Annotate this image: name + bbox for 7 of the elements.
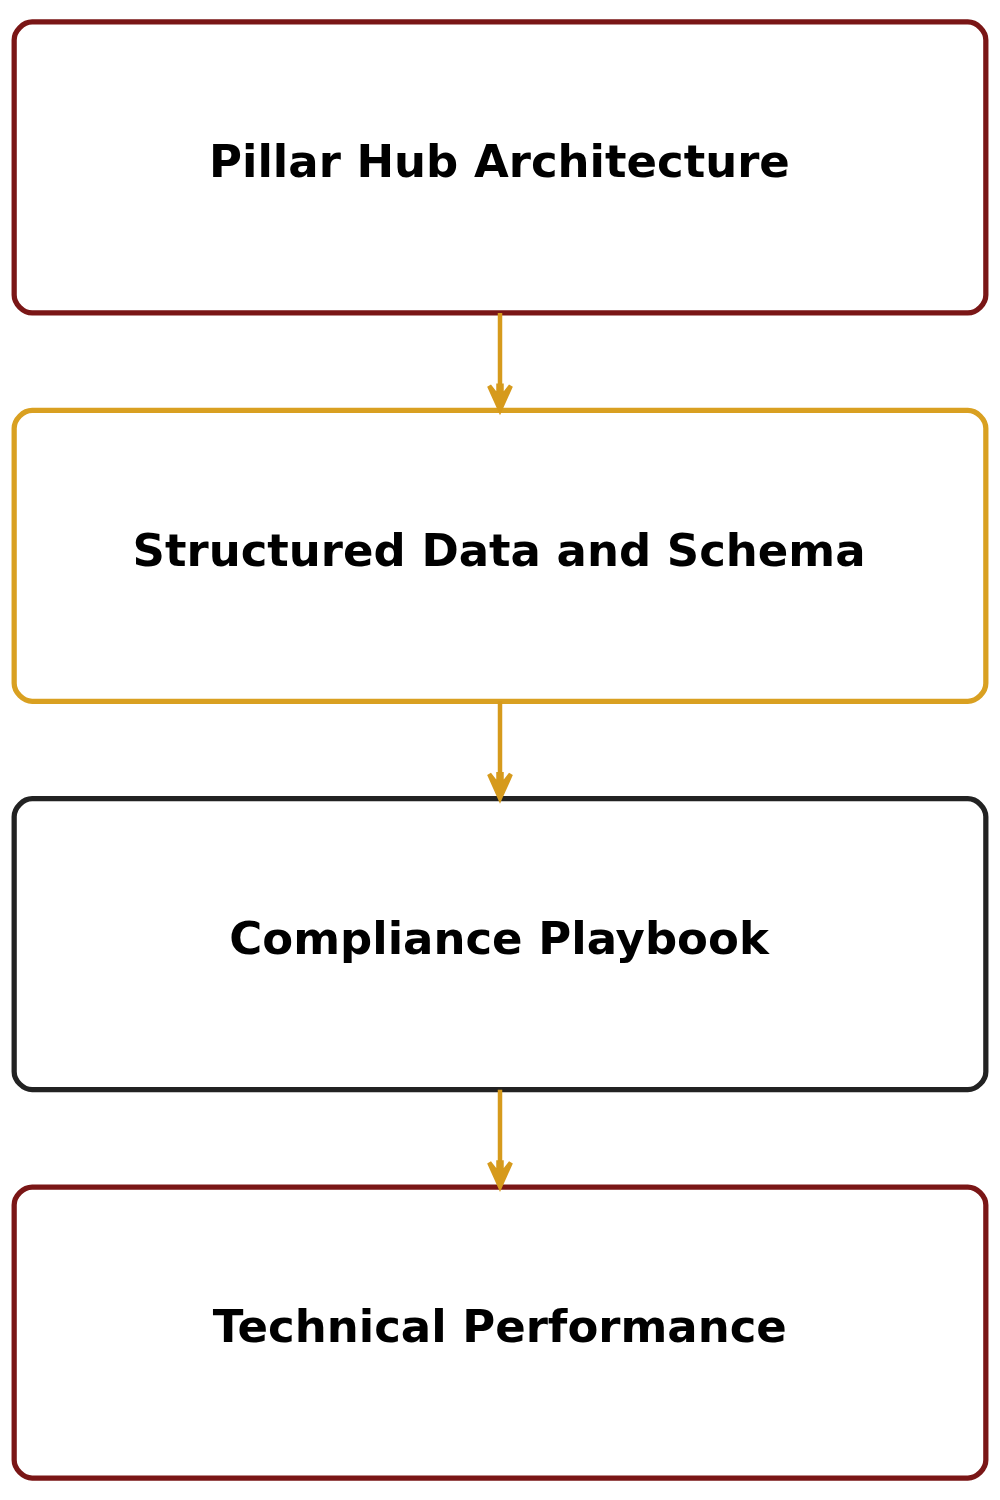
node-box: Pillar Hub Architecture	[11, 19, 989, 316]
arrow	[486, 1089, 514, 1189]
arrow	[486, 701, 514, 801]
node-box: Compliance Playbook	[11, 796, 989, 1093]
arrow	[486, 313, 514, 413]
node-box: Technical Performance	[11, 1184, 989, 1481]
node-box: Structured Data and Schema	[11, 407, 989, 704]
